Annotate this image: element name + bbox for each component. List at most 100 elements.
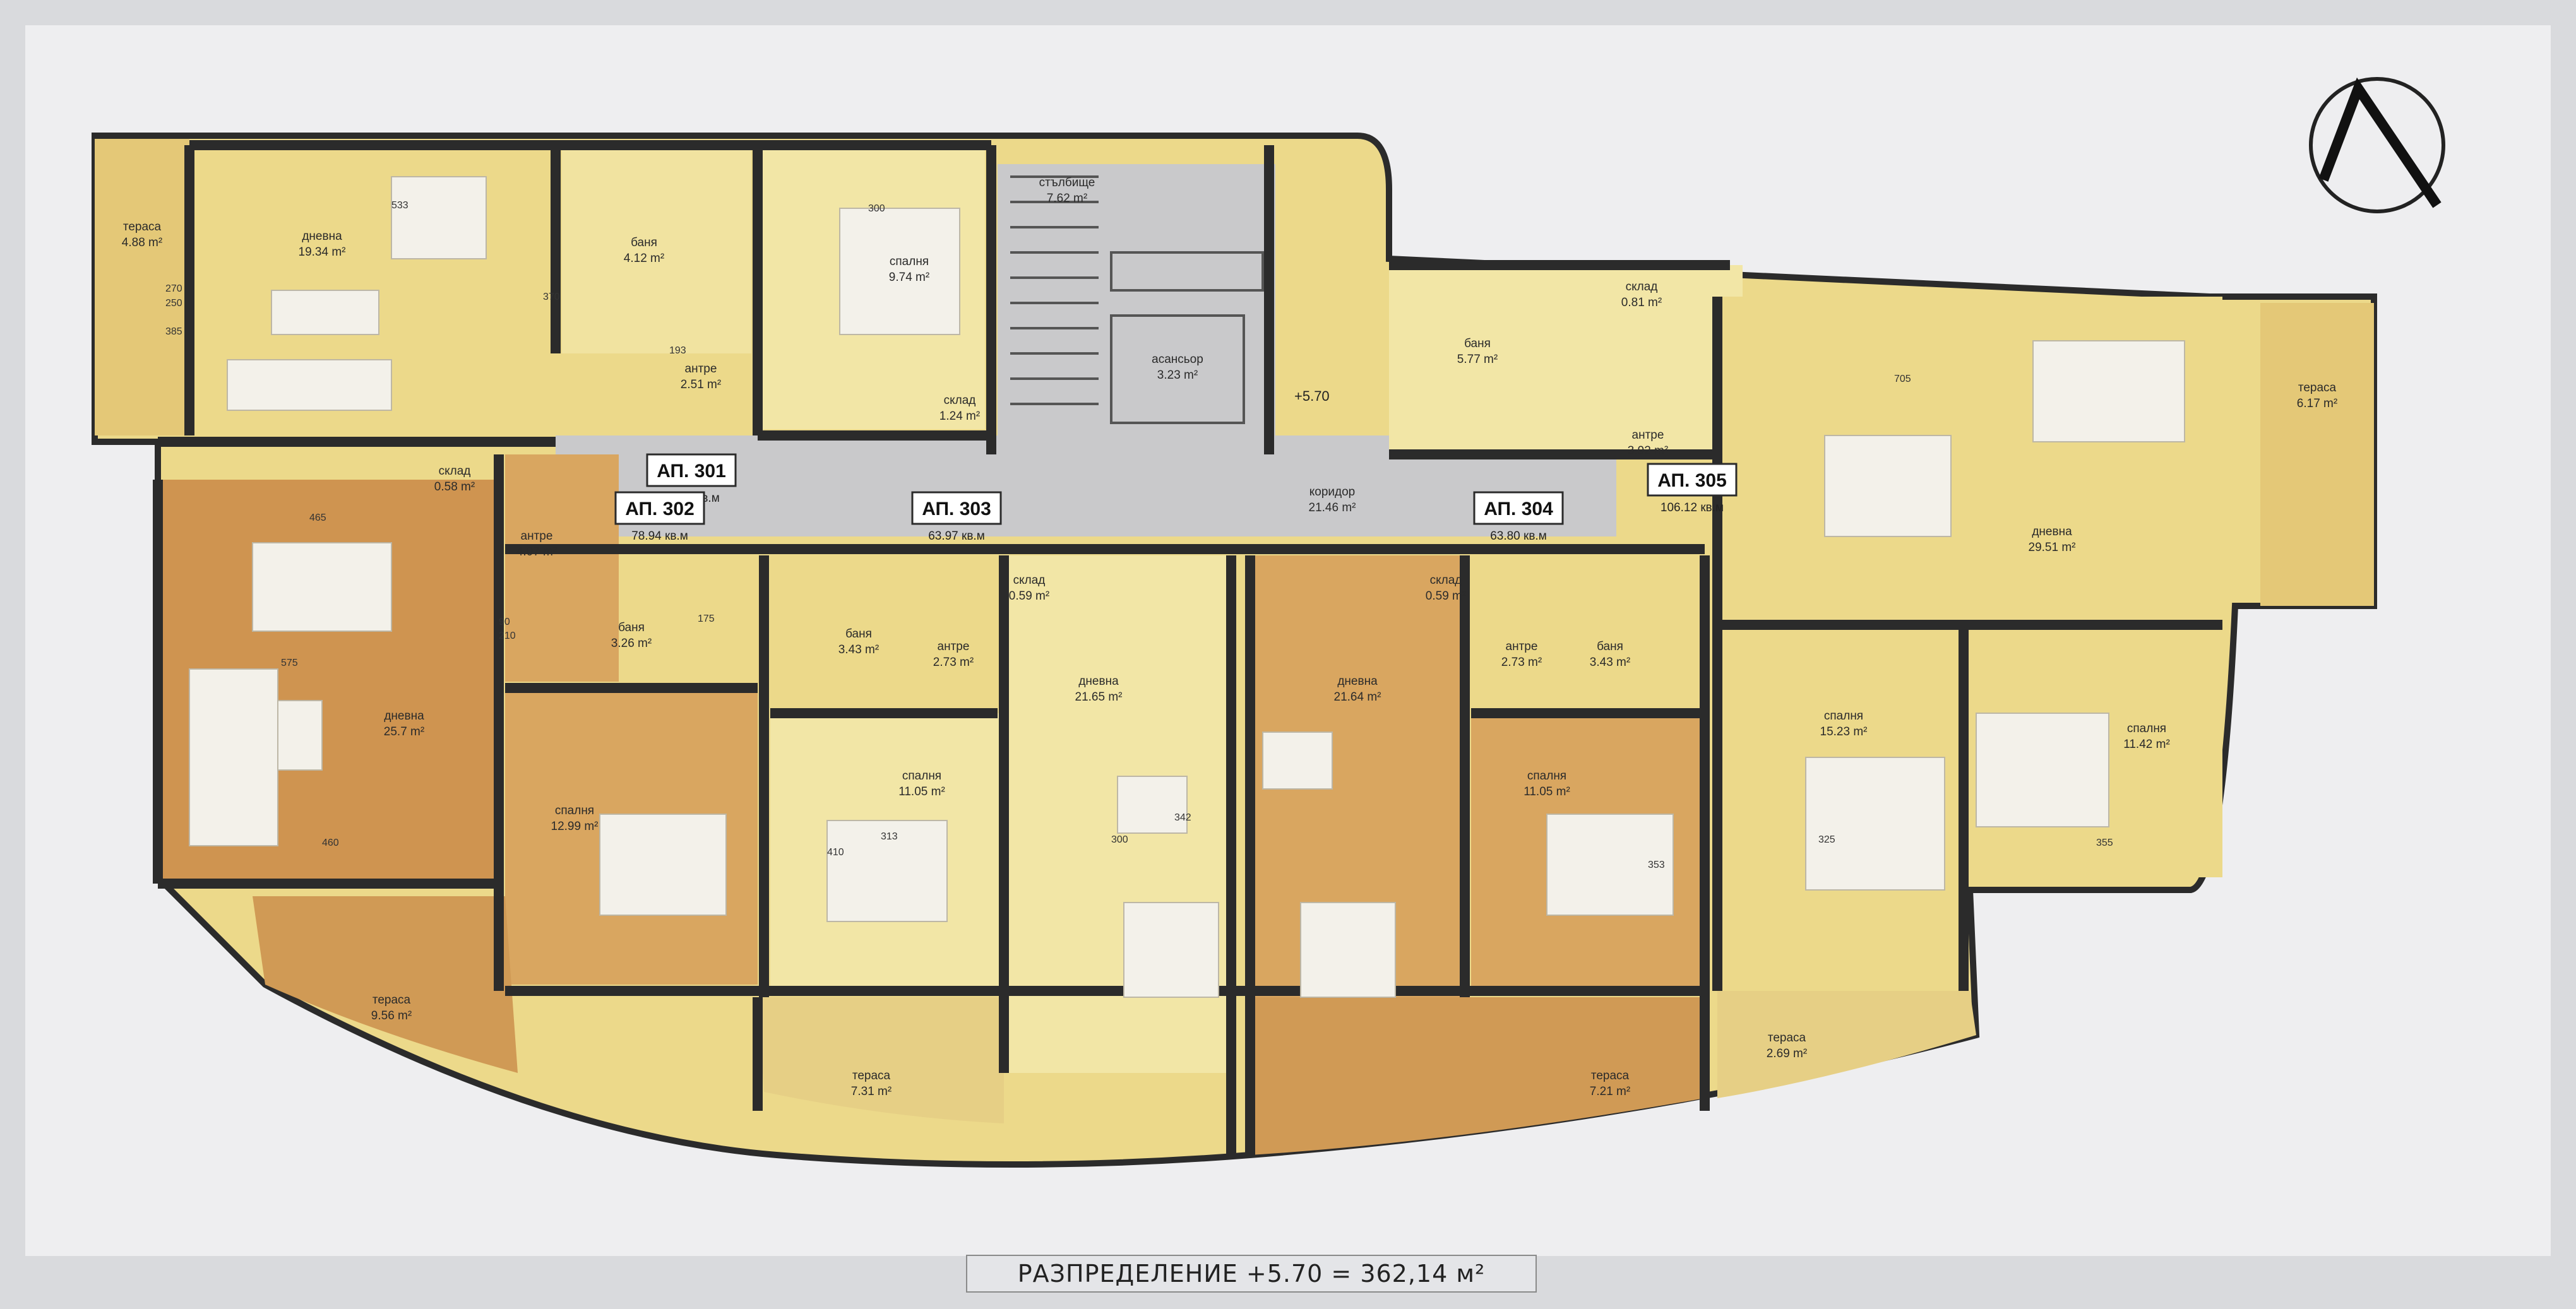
room-label-area: 4.07 m² (516, 545, 557, 559)
dimension-label: 313 (881, 831, 898, 842)
dimension-label: 210 (499, 631, 516, 641)
apartment-area: 106.12 кв.м (1661, 501, 1724, 514)
room-label-area: 2.69 m² (1767, 1047, 1807, 1060)
dimension-label: 575 (281, 658, 298, 668)
room-label-name: антре (938, 640, 970, 653)
room-label-name: склад (1430, 574, 1462, 587)
room-label-name: спалня (890, 255, 929, 268)
room-label-name: антре (1506, 640, 1538, 653)
room-label-name: тераса (2298, 381, 2337, 394)
room-label-name: тераса (852, 1069, 891, 1082)
room-label-area: 0.59 m² (1009, 589, 1049, 603)
apartment-area: 63.97 кв.м (928, 530, 985, 543)
room-label-name: спалня (902, 769, 941, 783)
room-label-name: спалня (1527, 769, 1566, 783)
room-label-area: 3.26 m² (611, 637, 652, 650)
room-label-name: спалня (555, 804, 594, 817)
room-label-name: асансьор (1152, 353, 1203, 366)
room-label-area: 2.73 m² (1501, 656, 1542, 669)
room-label-area: 5.77 m² (1457, 353, 1498, 366)
apartment-title: АП. 301 (657, 461, 726, 482)
room-label-area: 3.23 m² (1157, 369, 1198, 382)
room-label-area: 29.51 m² (2029, 541, 2076, 554)
room-label-area: 3.43 m² (1590, 656, 1630, 669)
room-label-area: 0.59 m² (1426, 589, 1466, 603)
room-label-name: баня (618, 621, 645, 634)
room-label-name: баня (1597, 640, 1623, 653)
room-label-name: баня (631, 236, 657, 249)
room-label-area: 0.58 m² (434, 480, 475, 494)
apartment-title: АП. 304 (1484, 499, 1553, 519)
terrace-301-fill (95, 139, 189, 435)
room-label-name: склад (439, 465, 471, 478)
stair-fill (998, 164, 1275, 454)
apartment-title: АП. 303 (922, 499, 991, 519)
room-label-area: 9.74 m² (889, 271, 929, 284)
apartment-tags: АП. 301 61.29 кв.м АП. 302 78.94 кв.м АП… (614, 453, 1738, 543)
room-label-area: 21.64 m² (1334, 690, 1381, 704)
dimension-label: 90 (499, 617, 510, 627)
terrace-305-fill (2260, 303, 2374, 606)
apartment-area: 63.80 кв.м (1490, 530, 1547, 543)
room-label-area: 2.51 m² (681, 378, 721, 391)
room-label-name: тераса (1591, 1069, 1630, 1082)
room-label-name: баня (845, 627, 872, 641)
room-label-name: антре (521, 530, 553, 543)
room-label-area: 7.21 m² (1590, 1085, 1630, 1098)
dimension-label: 410 (827, 847, 844, 858)
apartment-title: АП. 302 (625, 499, 695, 519)
room-label-name: спалня (1824, 709, 1863, 723)
room-label-name: спалня (2127, 722, 2166, 735)
room-label-area: 7.62 m² (1047, 192, 1087, 205)
room-label-name: антре (685, 362, 717, 376)
room-labels: тераса 4.88 m² дневна 19.34 m² баня 4.12… (122, 176, 2337, 1098)
room-label-area: 7.31 m² (851, 1085, 891, 1098)
floor-caption: РАЗПРЕДЕЛЕНИЕ +5.70 = 362,14 м² (966, 1255, 1537, 1293)
room-label-name: тераса (1768, 1031, 1806, 1045)
terrace-302-fill (253, 896, 518, 1073)
room-label-name: дневна (384, 709, 424, 723)
room-label-name: стълбище (1039, 176, 1095, 189)
dimension-labels: 533 370 270 250 385 193 300 705 465 575 … (165, 200, 2113, 870)
dimension-label: 325 (1818, 834, 1835, 845)
room-label-name: склад (1626, 280, 1658, 293)
dimension-label: 175 (698, 613, 715, 624)
room-label-name: коридор (1309, 485, 1356, 499)
terrace-303-fill (758, 997, 1004, 1123)
apartment-tag: АП. 303 63.97 кв.м (911, 491, 1002, 543)
dimension-label: 705 (1894, 374, 1911, 384)
furniture (189, 176, 2185, 998)
room-label-name: склад (1013, 574, 1046, 587)
dimension-label: 270 (165, 283, 182, 294)
room-label-area: 11.05 m² (898, 785, 945, 798)
apartment-tag: АП. 305 106.12 кв.м (1647, 463, 1738, 514)
room-label-area: 19.34 m² (299, 246, 346, 259)
room-label-area: 4.88 m² (122, 236, 162, 249)
dimension-label: 300 (868, 203, 885, 214)
terrace-304-fill (1250, 997, 1705, 1155)
terrace-305s-fill (1717, 991, 1976, 1098)
dimension-label: 193 (669, 345, 686, 356)
apartment-title: АП. 305 (1657, 470, 1727, 491)
apt-301-bath-fill (562, 145, 751, 353)
dimension-label: 533 (391, 200, 408, 211)
dimension-label: 465 (309, 512, 326, 523)
room-label-name: дневна (2032, 525, 2072, 538)
room-label-name: склад (944, 394, 976, 407)
walls (153, 140, 2222, 1155)
dimension-label: 300 (1111, 834, 1128, 845)
room-label-area: 3.43 m² (838, 643, 879, 656)
dimension-label: 385 (165, 326, 182, 337)
dimension-label: 353 (1648, 860, 1665, 870)
room-label-area: 2.73 m² (933, 656, 974, 669)
room-label-name: тераса (123, 220, 162, 234)
dimension-label: 342 (1174, 812, 1191, 823)
apartment-tag: АП. 304 63.80 кв.м (1473, 491, 1564, 543)
room-label-area: 15.23 m² (1820, 725, 1868, 738)
dimension-label: 250 (165, 298, 182, 309)
dimension-label: 460 (322, 838, 339, 848)
room-label-area: 21.46 m² (1309, 501, 1356, 514)
room-label-area: 11.42 m² (2123, 738, 2170, 751)
room-label-area: 11.05 m² (1524, 785, 1570, 798)
